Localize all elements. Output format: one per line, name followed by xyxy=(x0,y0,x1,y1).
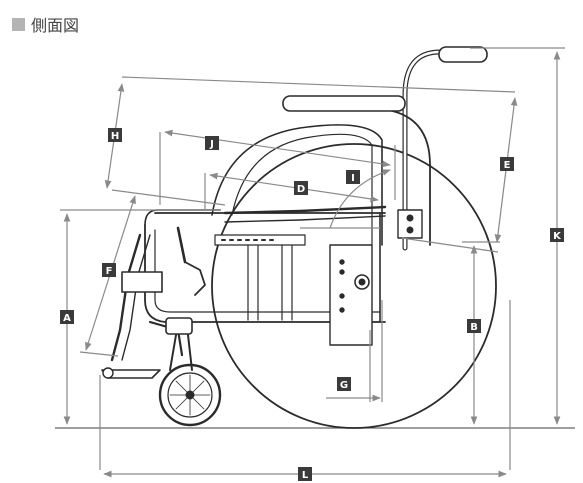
svg-text:H: H xyxy=(111,131,119,142)
label-i: I xyxy=(346,170,360,184)
svg-text:B: B xyxy=(470,322,478,333)
label-b: B xyxy=(467,319,481,333)
svg-text:J: J xyxy=(209,139,214,150)
label-l: L xyxy=(298,467,312,481)
svg-text:E: E xyxy=(504,160,511,171)
axle-plate xyxy=(329,244,373,346)
svg-text:A: A xyxy=(63,313,71,324)
label-j: J xyxy=(205,136,219,150)
armrest-pad xyxy=(282,95,406,112)
caster-wheel xyxy=(158,363,222,427)
calf-strap xyxy=(121,271,163,293)
dimension-labels: A B D E F G H I J K L xyxy=(60,128,564,481)
lower-frame xyxy=(144,224,386,323)
armrest-tube xyxy=(387,109,431,246)
brake-lever xyxy=(176,226,187,264)
dim-i-arc xyxy=(329,169,391,229)
figure-header: 側面図 xyxy=(12,12,79,36)
figure-title: 側面図 xyxy=(31,16,80,35)
svg-text:L: L xyxy=(302,470,309,481)
title-marker-icon xyxy=(12,17,25,31)
wheelchair-drawing xyxy=(101,46,497,429)
backrest-hinge xyxy=(397,209,423,239)
svg-text:D: D xyxy=(297,184,305,195)
label-e: E xyxy=(500,157,514,171)
dimension-lines xyxy=(60,47,565,478)
svg-text:G: G xyxy=(340,380,348,391)
label-h: H xyxy=(108,128,122,142)
label-f: F xyxy=(102,263,116,277)
svg-text:I: I xyxy=(351,173,355,184)
handle-grip xyxy=(438,46,488,63)
svg-text:K: K xyxy=(553,231,562,242)
label-g: G xyxy=(337,377,351,391)
label-d: D xyxy=(294,181,308,195)
svg-text:F: F xyxy=(106,266,113,277)
label-k: K xyxy=(550,228,564,242)
dim-j-line xyxy=(164,129,391,168)
label-a: A xyxy=(60,310,74,324)
